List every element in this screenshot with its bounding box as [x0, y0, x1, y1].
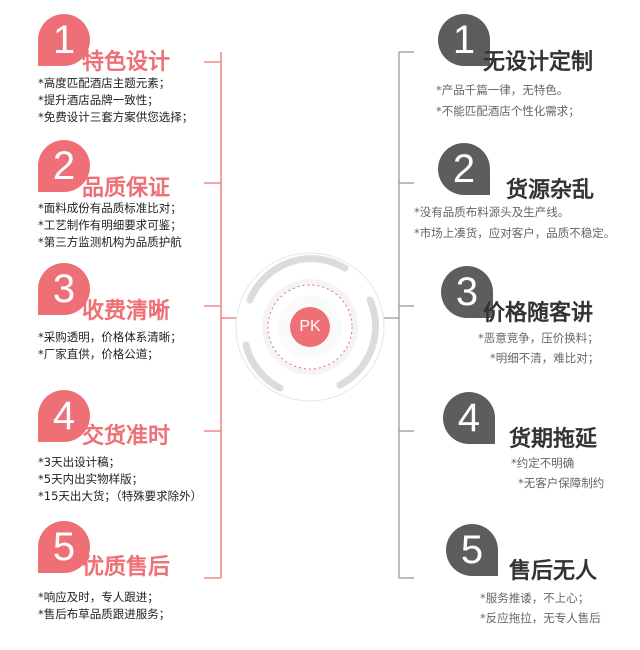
- item-title: 售后无人: [509, 559, 598, 584]
- item-title: 优质售后: [82, 555, 171, 580]
- item-title: 收费清晰: [82, 299, 171, 324]
- item-line: *工艺制作有明细要求可鉴；: [38, 218, 182, 232]
- item-line: *市场上凑货，应对客户，品质不稳定。: [414, 226, 616, 240]
- item-title: 品质保证: [82, 176, 171, 201]
- item-line: *5天内出实物样版；: [38, 472, 144, 486]
- item-line: *反应拖拉，无专人售后: [480, 611, 601, 625]
- number-badge: 2: [438, 143, 490, 195]
- item-line: *第三方监测机构为品质护航: [38, 235, 182, 249]
- item-line: *服务推诿，不上心；: [480, 591, 590, 605]
- item-line: *响应及时，专人跟进；: [38, 590, 159, 604]
- item-line: *面料成份有品质标准比对；: [38, 201, 182, 215]
- item-title: 交货准时: [82, 424, 171, 449]
- item-line: *厂家直供，价格公道；: [38, 347, 159, 361]
- item-line: *采购透明，价格体系清晰；: [38, 330, 182, 344]
- item-line: *没有品质布料源头及生产线。: [414, 205, 570, 219]
- item-line: *产品千篇一律，无特色。: [436, 83, 569, 97]
- item-line: *15天出大货；（特殊要求除外）: [38, 489, 203, 503]
- number-badge: 1: [438, 14, 490, 66]
- item-line: *无客户保障制约: [518, 476, 605, 490]
- number-badge: 3: [441, 266, 493, 318]
- number-badge: 5: [446, 524, 498, 576]
- item-line: *免费设计三套方案供您选择；: [38, 110, 194, 124]
- item-line: *提升酒店品牌一致性；: [38, 93, 159, 107]
- item-title: 价格随客讲: [483, 301, 594, 326]
- item-title: 无设计定制: [483, 50, 594, 75]
- number-badge: 3: [38, 263, 90, 315]
- pk-badge: PK: [290, 307, 330, 347]
- item-title: 特色设计: [82, 50, 171, 75]
- number-badge: 4: [443, 392, 495, 444]
- item-line: *约定不明确: [511, 456, 575, 470]
- item-line: *高度匹配酒店主题元素；: [38, 76, 171, 90]
- number-badge: 4: [38, 390, 90, 442]
- item-line: *售后布草品质跟进服务；: [38, 607, 171, 621]
- number-badge: 5: [38, 521, 90, 573]
- item-title: 货期拖延: [509, 427, 598, 452]
- number-badge: 2: [38, 140, 90, 192]
- item-title: 货源杂乱: [506, 178, 595, 203]
- item-line: *恶意竞争，压价换料；: [478, 331, 599, 345]
- item-line: *3天出设计稿；: [38, 455, 121, 469]
- item-line: *明细不清，难比对；: [490, 351, 600, 365]
- number-badge: 1: [38, 14, 90, 66]
- item-line: *不能匹配酒店个性化需求；: [436, 104, 580, 118]
